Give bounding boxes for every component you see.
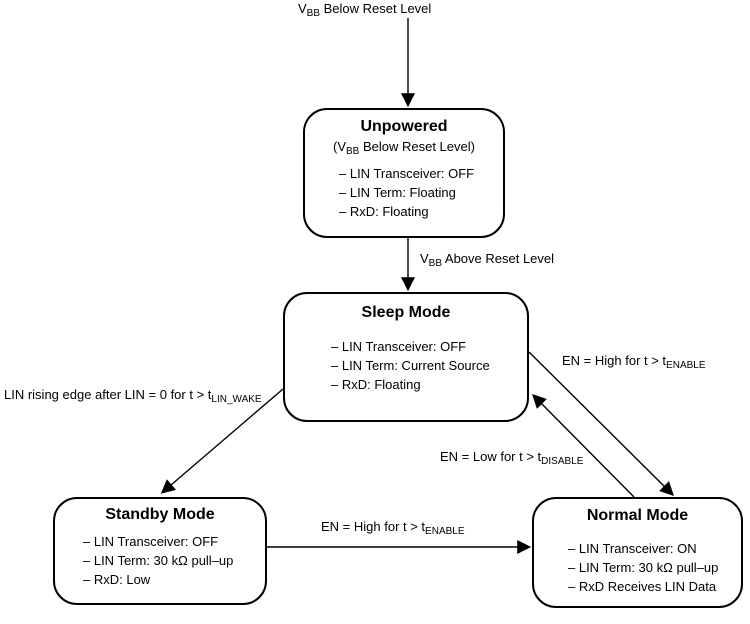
arrow-normal-to-sleep	[532, 394, 635, 498]
state-subtitle: (VBB Below Reset Level)	[305, 139, 503, 157]
state-property: – LIN Term: 30 kΩ pull–up	[83, 553, 234, 568]
state-property: – LIN Term: Current Source	[331, 358, 490, 373]
subtitle-text: Below Reset Level)	[359, 139, 475, 154]
state-property: – LIN Term: Floating	[339, 185, 456, 200]
subtitle-text: (V	[333, 139, 347, 154]
state-properties: – LIN Transceiver: OFF – LIN Term: Curre…	[285, 337, 527, 394]
transition-label-lin-wake: LIN rising edge after LIN = 0 for t > tL…	[4, 387, 262, 405]
state-properties: – LIN Transceiver: ON – LIN Term: 30 kΩ …	[534, 539, 741, 596]
state-unpowered: Unpowered (VBB Below Reset Level) – LIN …	[303, 108, 505, 238]
state-property: – LIN Transceiver: OFF	[83, 534, 219, 549]
state-title: Unpowered	[360, 118, 448, 135]
state-standby-mode: Standby Mode – LIN Transceiver: OFF – LI…	[53, 497, 267, 605]
subtitle-subscript: BB	[346, 146, 360, 157]
state-sleep-mode: Sleep Mode – LIN Transceiver: OFF – LIN …	[283, 292, 529, 422]
label-subscript: ENABLE	[425, 526, 465, 537]
transition-label-en-low-normal-to-sleep: EN = Low for t > tDISABLE	[440, 449, 584, 467]
label-text: V	[420, 251, 429, 266]
label-text: EN = High for t > t	[562, 353, 667, 368]
arrow-sleep-to-standby	[160, 388, 284, 494]
state-property: – LIN Transceiver: ON	[568, 541, 697, 556]
transition-label-vbb-above-reset: VBB Above Reset Level	[420, 251, 555, 269]
label-subscript: ENABLE	[666, 360, 706, 371]
label-text: Above Reset Level	[442, 251, 555, 266]
state-normal-mode: Normal Mode – LIN Transceiver: ON – LIN …	[532, 497, 743, 608]
label-text: V	[298, 1, 307, 16]
label-text: Below Reset Level	[320, 1, 432, 16]
label-subscript: DISABLE	[541, 456, 584, 467]
arrow-sleep-to-normal	[528, 351, 674, 496]
state-property: – RxD: Floating	[331, 377, 421, 392]
label-text: LIN rising edge after LIN = 0 for t > t	[4, 387, 212, 402]
state-title: Sleep Mode	[361, 304, 451, 321]
transition-label-en-high-sleep-to-normal: EN = High for t > tENABLE	[562, 353, 706, 371]
state-property: – RxD Receives LIN Data	[568, 579, 717, 594]
label-text: EN = High for t > t	[321, 519, 426, 534]
label-subscript: LIN_WAKE	[211, 394, 262, 405]
state-property: – RxD: Low	[83, 572, 151, 587]
label-subscript: BB	[306, 8, 321, 19]
label-subscript: BB	[428, 258, 443, 269]
state-properties: – LIN Transceiver: OFF – LIN Term: 30 kΩ…	[55, 532, 265, 589]
state-property: – LIN Transceiver: OFF	[339, 166, 475, 181]
state-title: Standby Mode	[105, 506, 215, 523]
state-properties: – LIN Transceiver: OFF – LIN Term: Float…	[305, 164, 503, 221]
transition-label-vbb-below-reset: VBB Below Reset Level	[298, 1, 432, 19]
state-property: – LIN Transceiver: OFF	[331, 339, 467, 354]
state-property: – LIN Term: 30 kΩ pull–up	[568, 560, 719, 575]
state-title: Normal Mode	[586, 507, 689, 524]
transition-label-en-high-standby-to-normal: EN = High for t > tENABLE	[321, 519, 465, 537]
label-text: EN = Low for t > t	[440, 449, 542, 464]
state-property: – RxD: Floating	[339, 204, 429, 219]
